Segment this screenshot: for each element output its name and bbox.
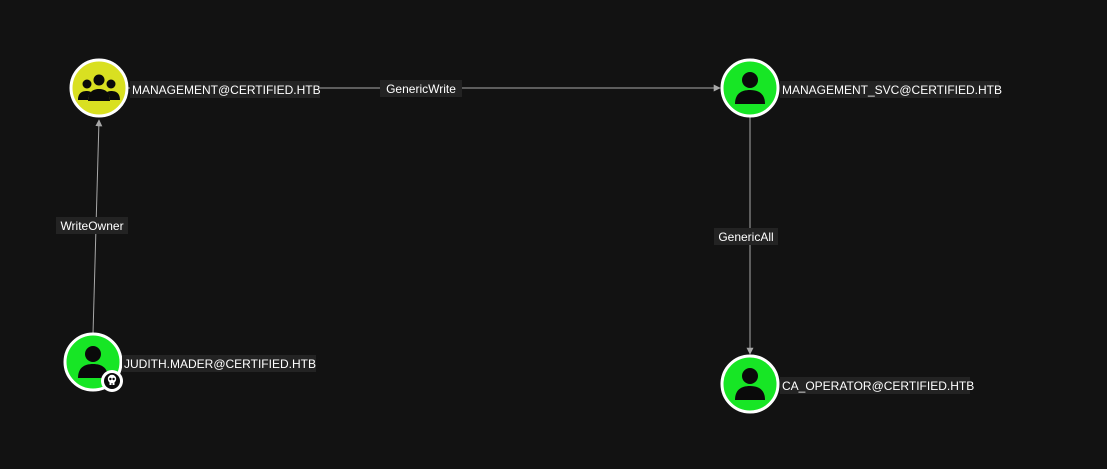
node-judith-mader-user[interactable]: JUDITH.MADER@CERTIFIED.HTB — [63, 332, 316, 392]
node-label-bg — [122, 355, 316, 372]
edge-management-to-management-svc[interactable]: GenericWrite — [128, 80, 721, 97]
user-icon — [735, 368, 765, 400]
skull-icon — [101, 370, 123, 392]
edge-label-bg — [714, 228, 778, 245]
edge-label-bg — [380, 80, 462, 97]
edge-label-bg — [56, 217, 128, 234]
node-management-group[interactable]: MANAGEMENT@CERTIFIED.HTB — [69, 58, 321, 118]
node-label-management: MANAGEMENT@CERTIFIED.HTB — [132, 83, 321, 97]
edge-label-genericall: GenericAll — [718, 230, 773, 244]
node-management-svc-user[interactable]: MANAGEMENT_SVC@CERTIFIED.HTB — [720, 58, 1002, 118]
node-label-bg — [780, 377, 970, 394]
user-icon — [735, 72, 765, 104]
node-ca-operator-user[interactable]: CA_OPERATOR@CERTIFIED.HTB — [720, 354, 974, 414]
edge-label-genericwrite: GenericWrite — [386, 82, 456, 96]
node-label-judith-mader: JUDITH.MADER@CERTIFIED.HTB — [124, 357, 316, 371]
edge-judith-to-management[interactable]: WriteOwner — [56, 119, 128, 335]
edge-label-writeowner: WriteOwner — [60, 219, 123, 233]
users-group-icon — [78, 74, 120, 101]
node-label-ca-operator: CA_OPERATOR@CERTIFIED.HTB — [782, 379, 974, 393]
node-label-management-svc: MANAGEMENT_SVC@CERTIFIED.HTB — [782, 83, 1002, 97]
node-label-bg — [130, 81, 320, 98]
user-icon — [78, 346, 108, 378]
edge-management-svc-to-ca-operator[interactable]: GenericAll — [714, 117, 778, 355]
node-label-bg — [780, 81, 999, 98]
